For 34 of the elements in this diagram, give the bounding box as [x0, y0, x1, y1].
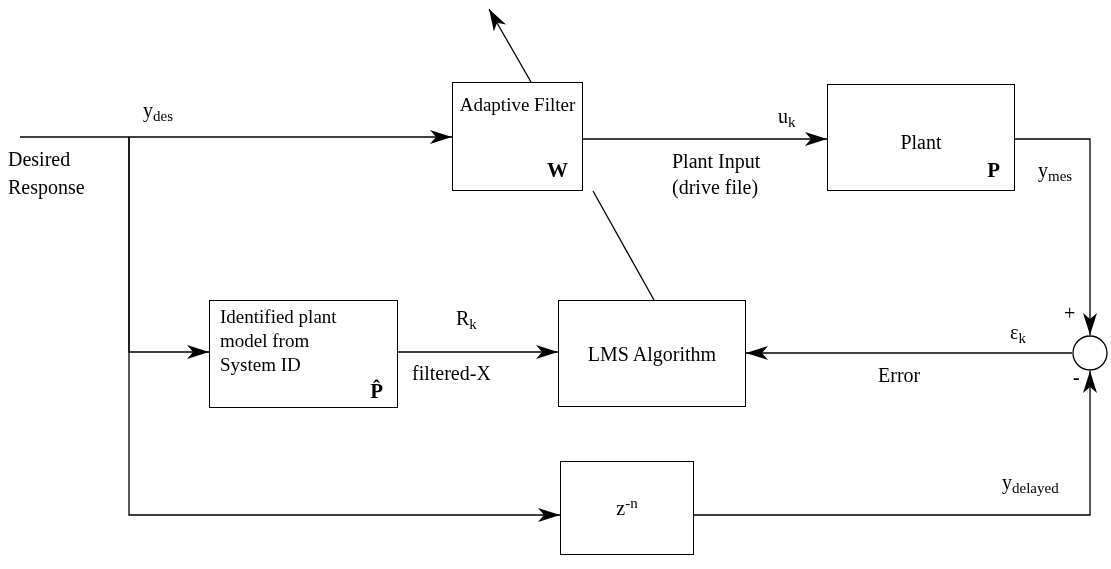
signal-label: Error — [878, 363, 921, 388]
block-label: LMS Algorithm — [587, 341, 717, 368]
delay-block — [560, 461, 694, 555]
block-symbol: P̂ — [370, 379, 383, 403]
block-label: z$^{-n}$ — [616, 493, 638, 521]
arrow — [582, 132, 828, 146]
edge-label: ε$_{k}$ — [1010, 322, 1026, 342]
arrow — [1014, 138, 1097, 336]
summing-junction — [1072, 335, 1108, 371]
signal-label: Plant Input (drive file) — [672, 149, 762, 200]
arrow — [745, 346, 1073, 360]
algorithm-block — [558, 300, 746, 407]
edge-label: u$_{k}$ — [778, 106, 796, 126]
sign-label: + — [1064, 301, 1076, 326]
sign-label: - — [1073, 365, 1080, 390]
block-label: Adaptive Filter — [459, 94, 576, 115]
arrow — [128, 136, 561, 522]
block-symbol: P — [987, 156, 1000, 184]
signal-label: filtered-X — [412, 361, 491, 386]
model-block — [209, 300, 398, 408]
plant-block — [827, 84, 1015, 191]
block-label: Desired Response — [8, 148, 85, 198]
arrow — [693, 370, 1097, 516]
filter-block — [452, 82, 583, 191]
block-label: Plant — [900, 131, 942, 153]
edge-label: y$_{des}$ — [143, 100, 173, 120]
edge-label: R$_{k}$ — [456, 308, 477, 328]
arrow — [19, 130, 453, 144]
arrow — [397, 345, 559, 359]
block-symbol: W — [547, 156, 568, 184]
edge-label: y$_{mes}$ — [1038, 160, 1073, 180]
arrow — [488, 8, 532, 83]
block-label: Identified plant model from System ID — [220, 306, 337, 375]
connector-line — [592, 190, 655, 301]
